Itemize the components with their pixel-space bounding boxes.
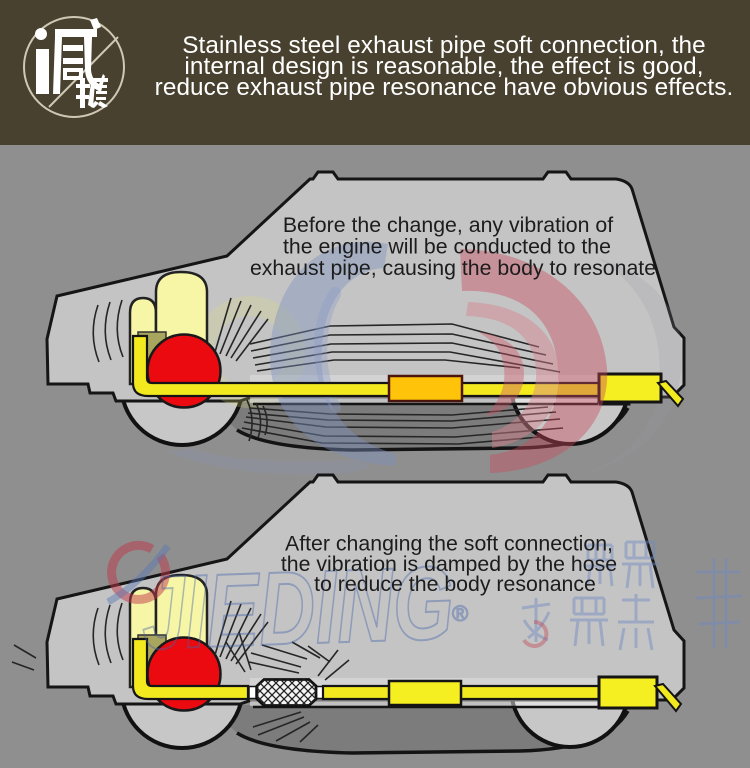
svg-text:After changing the soft connec: After changing the soft connection, bbox=[285, 532, 613, 556]
svg-text:JIEDING: JIEDING bbox=[140, 545, 456, 672]
svg-text:to reduce the body resonance: to reduce the body resonance bbox=[314, 572, 596, 596]
svg-text:Before the change, any vibrati: Before the change, any vibration of bbox=[283, 213, 613, 237]
svg-text:the vibration is damped by the: the vibration is damped by the hose bbox=[281, 552, 617, 576]
svg-text:®: ® bbox=[452, 601, 468, 626]
svg-text:exhaust pipe, causing the body: exhaust pipe, causing the body to resona… bbox=[250, 256, 656, 280]
svg-text:the engine will be conducted t: the engine will be conducted to the bbox=[283, 235, 611, 259]
